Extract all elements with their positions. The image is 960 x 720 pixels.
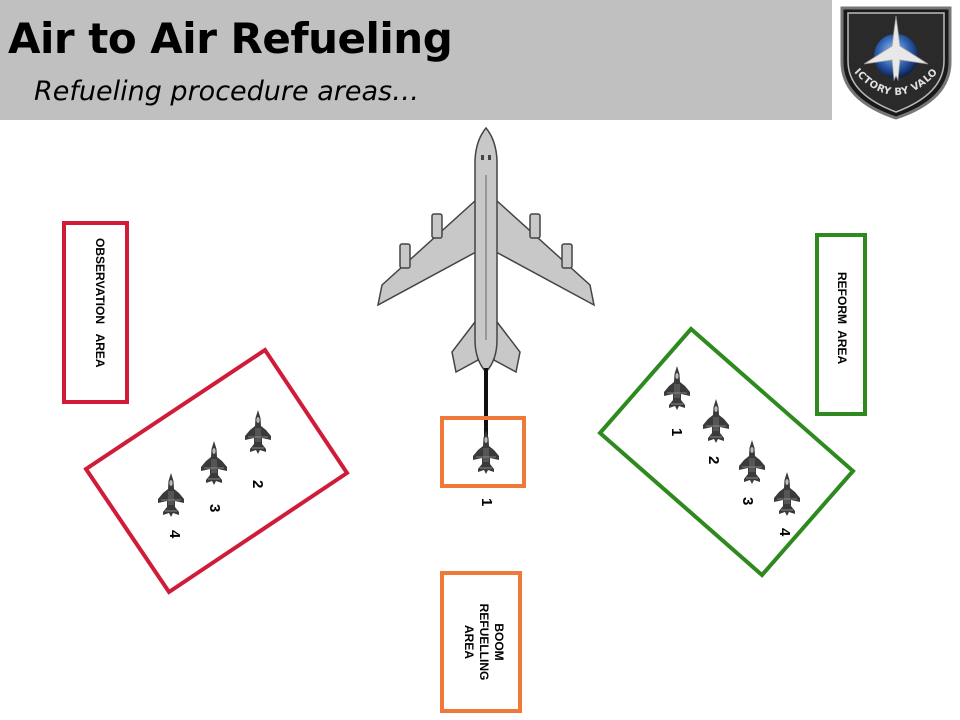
reform-fighter-1 bbox=[663, 365, 691, 411]
page-subtitle: Refueling procedure areas… bbox=[34, 76, 420, 107]
boom-area-label-line-1: BOOM bbox=[492, 623, 506, 660]
reform-fighter-label-4: 4 bbox=[776, 528, 793, 537]
reform-fighter-3 bbox=[738, 439, 766, 485]
observation-area-box bbox=[62, 221, 129, 404]
observation-fighter-label-2: 2 bbox=[249, 480, 266, 488]
observation-fighter-label-3: 3 bbox=[206, 504, 223, 512]
header-bar: Air to Air Refueling Refueling procedure… bbox=[0, 0, 832, 120]
reform-formation-box bbox=[597, 326, 856, 578]
observation-area-label: OBSERVATION AREA bbox=[93, 238, 107, 368]
boom-area-label-line-3: AREA bbox=[462, 625, 476, 659]
observation-fighter-4 bbox=[157, 472, 185, 518]
shield-badge-icon: VICTORY BY VALOR bbox=[832, 0, 952, 120]
boom-contact-box bbox=[440, 416, 526, 488]
boom-fighter-1 bbox=[472, 429, 500, 475]
reform-fighter-label-3: 3 bbox=[739, 497, 756, 505]
observation-fighter-3 bbox=[200, 440, 228, 486]
reform-fighter-2 bbox=[702, 398, 730, 444]
observation-formation-box bbox=[83, 347, 350, 595]
reform-fighter-label-2: 2 bbox=[705, 456, 722, 464]
boom-area-label-line-2: REFUELLING bbox=[477, 604, 491, 681]
reform-area-box bbox=[815, 233, 867, 416]
page-title: Air to Air Refueling bbox=[8, 14, 453, 63]
tanker-aircraft-icon bbox=[376, 126, 596, 374]
reform-area-label: REFORM AREA bbox=[835, 272, 849, 365]
observation-fighter-label-4: 4 bbox=[166, 530, 183, 539]
observation-fighter-2 bbox=[244, 409, 272, 455]
reform-fighter-label-1: 1 bbox=[668, 428, 685, 436]
boom-refuelling-area-box bbox=[440, 571, 522, 713]
reform-fighter-4 bbox=[773, 471, 801, 517]
boom-fighter-label-1: 1 bbox=[478, 498, 495, 506]
